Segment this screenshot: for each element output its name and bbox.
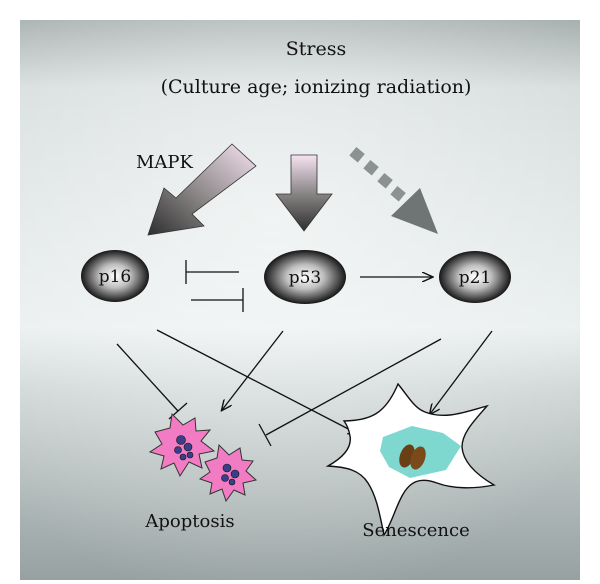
senescence-label: Senescence: [362, 520, 470, 541]
p16-to-senescence-arrow: [156, 329, 358, 434]
stress-to-p21-dashed-arrow: [349, 146, 438, 234]
stress-subtitle: (Culture age; ionizing radiation): [161, 76, 472, 98]
mapk-label: MAPK: [136, 152, 194, 173]
p53-inhibits-p16: [185, 260, 239, 284]
apoptosis-label: Apoptosis: [144, 511, 234, 532]
stress-to-p53-arrow: [275, 154, 333, 232]
p16-inhibits-p53: [191, 288, 244, 312]
node-p16-label: p16: [99, 267, 132, 287]
node-p53-label: p53: [289, 268, 322, 288]
p21-inhibits-apoptosis: [258, 338, 442, 447]
apoptotic-cell-icon: [148, 412, 216, 478]
stress-to-p16-arrow: [147, 143, 257, 236]
senescent-cell-icon: [325, 382, 496, 537]
stress-title: Stress: [286, 38, 346, 60]
p21-to-senescence-arrow: [430, 330, 493, 414]
p53-to-apoptosis-arrow: [222, 330, 284, 410]
node-p53: p53: [264, 250, 346, 304]
apoptotic-cell-icon: [198, 443, 258, 503]
node-p16: p16: [81, 250, 149, 302]
node-p21: p21: [439, 251, 511, 303]
node-p21-label: p21: [459, 268, 492, 288]
